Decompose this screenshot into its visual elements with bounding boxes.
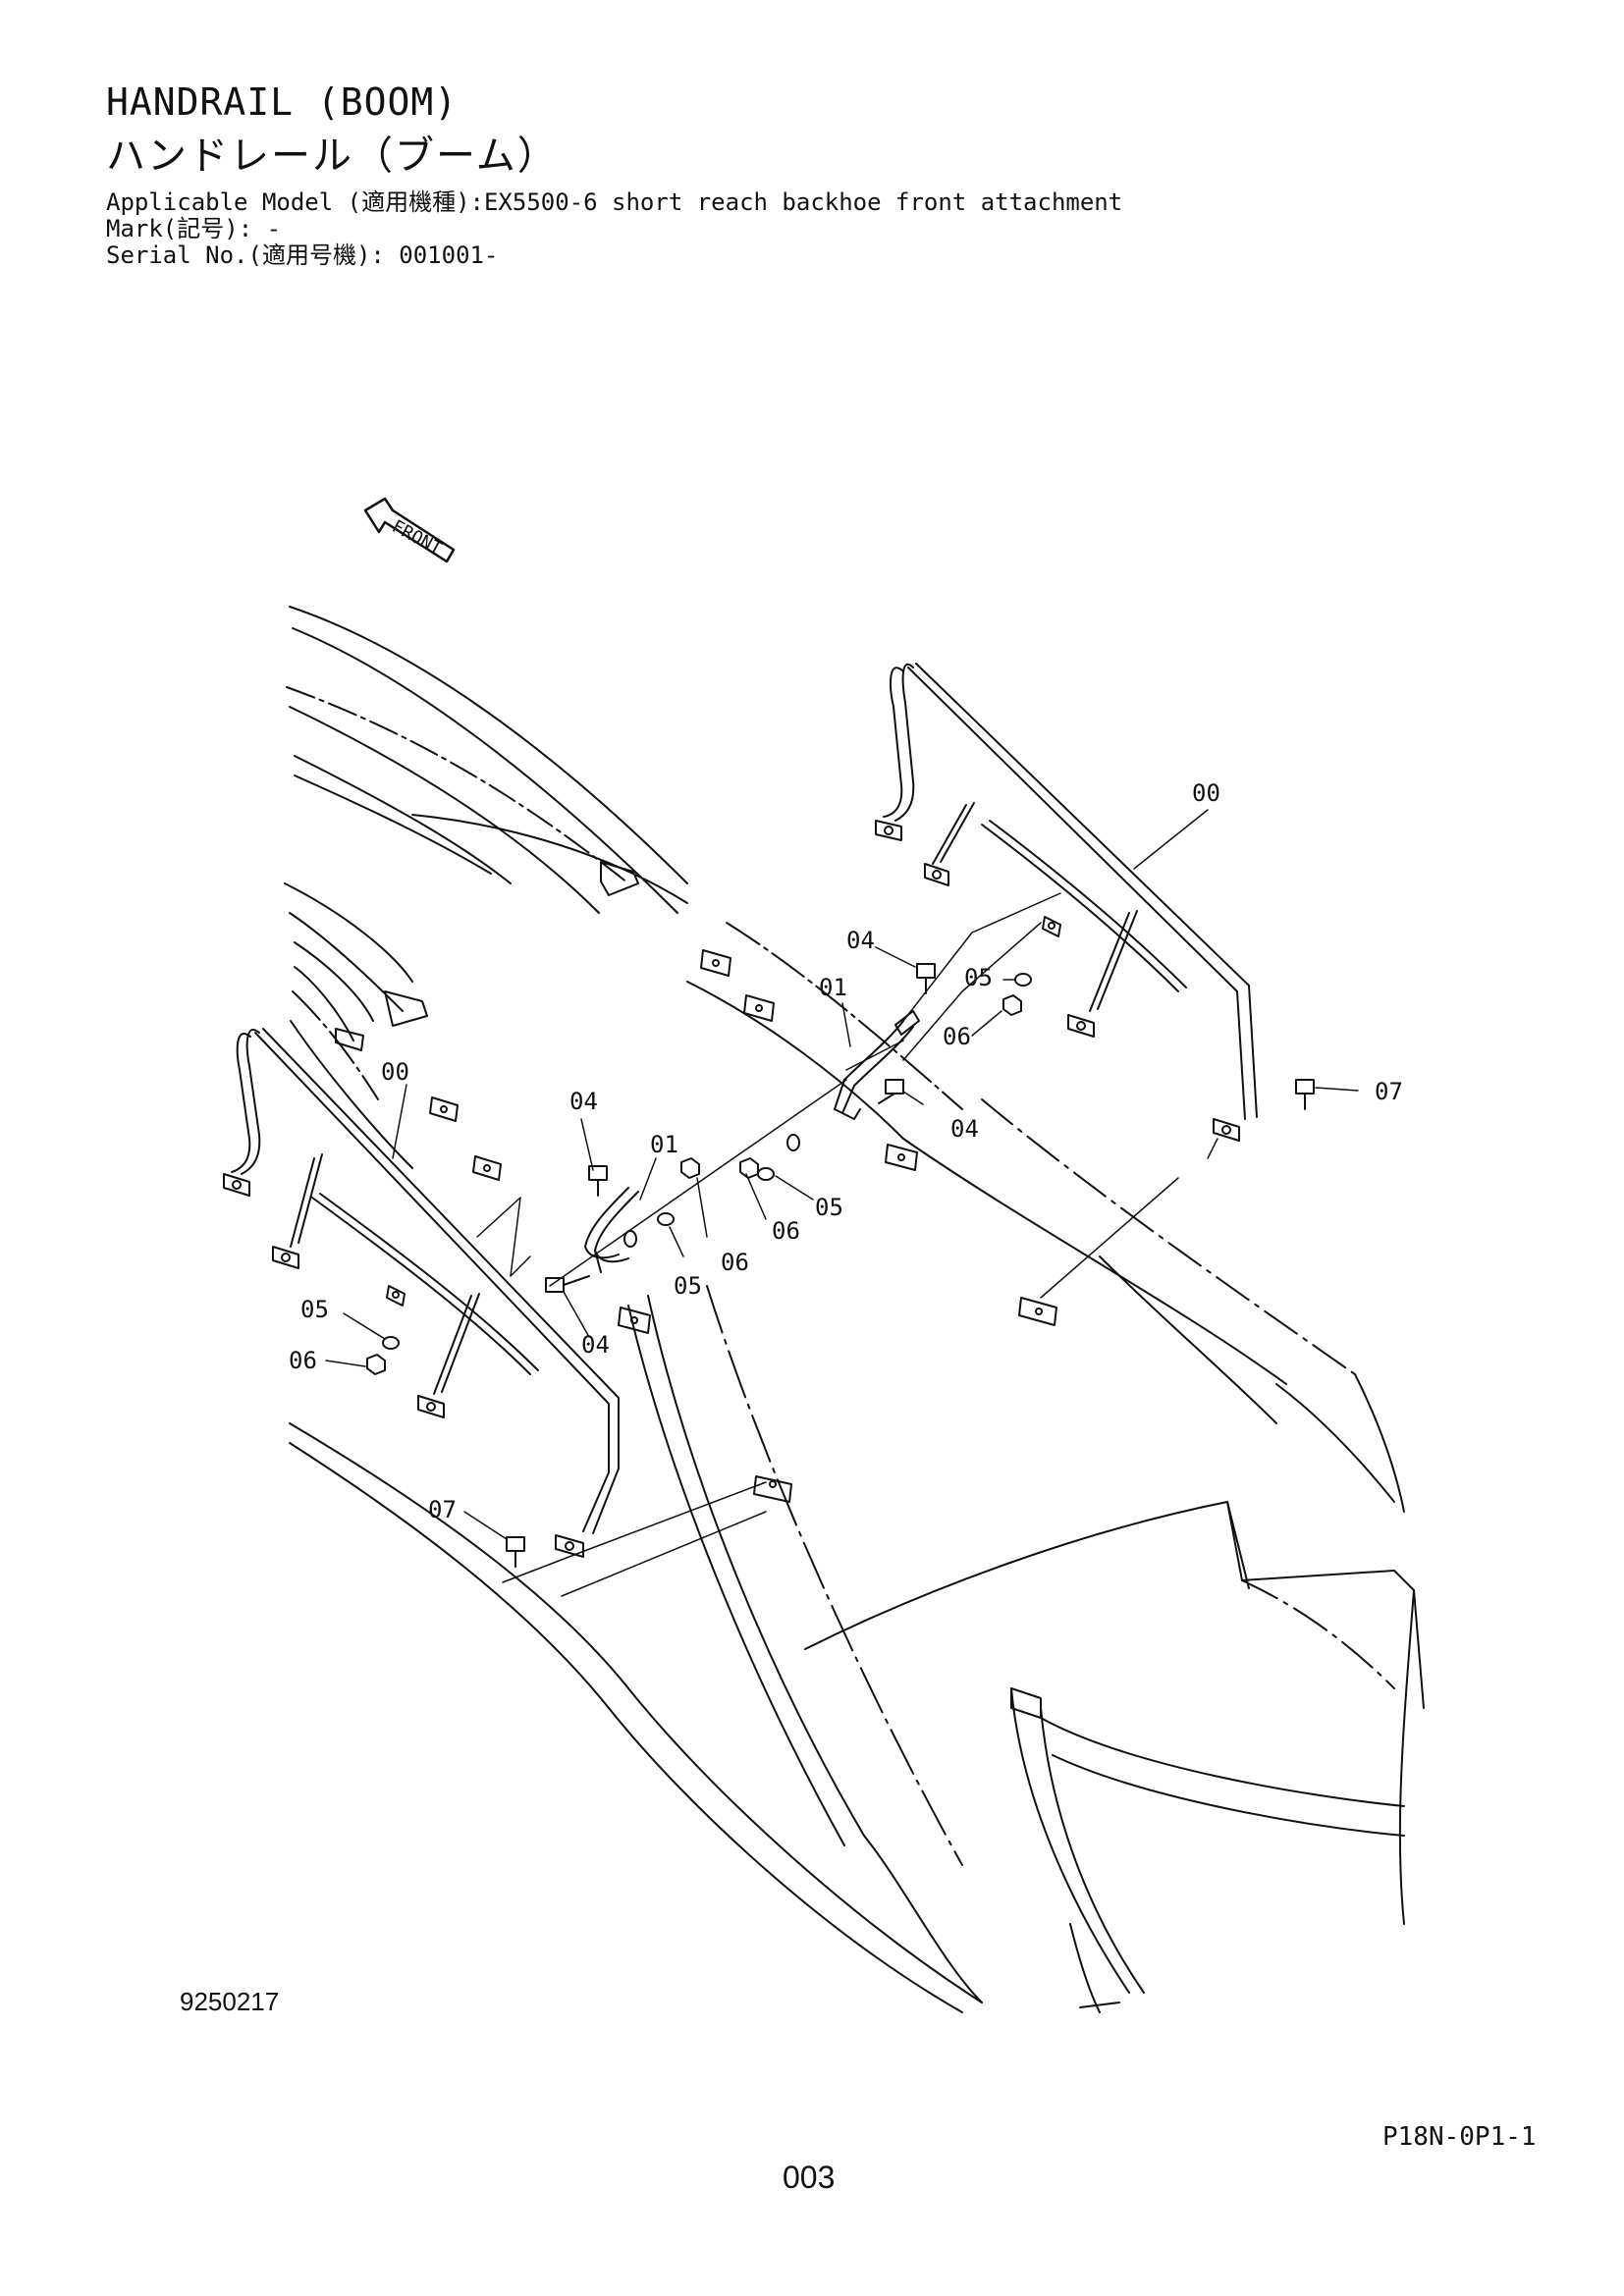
callout-left-nut: 06 xyxy=(289,1347,317,1374)
nut-icon xyxy=(739,1157,759,1179)
boom-outline xyxy=(284,606,1425,2013)
callout-top-bracket: 01 xyxy=(819,974,847,1001)
bolt-icon xyxy=(916,963,936,994)
mark-field: Mark(記号): - xyxy=(106,215,282,242)
nut-icon xyxy=(1002,994,1022,1016)
callout-top-bolt-a: 04 xyxy=(846,927,875,954)
callout-mid-washer-a: 05 xyxy=(815,1194,843,1221)
callout-left-washer: 05 xyxy=(300,1296,329,1323)
washer-icon xyxy=(657,1212,675,1226)
callout-top-washer: 05 xyxy=(964,964,993,991)
washer-icon xyxy=(623,1230,637,1248)
document-code: P18N-0P1-1 xyxy=(1382,2122,1537,2152)
bolt-icon xyxy=(1295,1079,1315,1110)
bolt-icon xyxy=(506,1536,525,1568)
callout-mid-bracket: 01 xyxy=(650,1131,678,1158)
callout-left-bolt: 07 xyxy=(428,1496,457,1523)
callout-top-nut: 06 xyxy=(943,1023,971,1050)
assembly-guide-lines xyxy=(476,892,1218,1597)
bolt-icon xyxy=(545,1275,590,1293)
callout-mid-washer-b: 05 xyxy=(674,1272,702,1300)
callout-mid-nut-b: 06 xyxy=(721,1249,749,1276)
front-arrow-icon: FRONT xyxy=(363,497,456,563)
page-title: HANDRAIL (BOOM) xyxy=(106,80,459,124)
bolt-icon xyxy=(588,1165,608,1197)
fasteners xyxy=(366,963,1315,1568)
washer-icon xyxy=(382,1336,400,1350)
washer-icon xyxy=(1014,973,1032,987)
bolt-icon xyxy=(878,1079,904,1104)
washer-icon xyxy=(757,1167,775,1181)
applicable-model: Applicable Model (適用機種):EX5500-6 short r… xyxy=(106,188,1123,216)
serial-number: Serial No.(適用号機): 001001- xyxy=(106,241,499,269)
callout-top-bolt-b: 04 xyxy=(950,1115,979,1143)
callout-mid-nut-a: 06 xyxy=(772,1217,800,1245)
callout-mid-bolt-b: 04 xyxy=(581,1331,610,1359)
nut-icon xyxy=(680,1157,700,1179)
page-number: 003 xyxy=(783,2160,836,2195)
mounting-pads xyxy=(429,949,1057,1503)
page-title-japanese: ハンドレール（ブーム） xyxy=(106,133,559,179)
handrail-bottom-left xyxy=(223,1028,620,1558)
nut-icon xyxy=(366,1354,386,1375)
washer-icon xyxy=(786,1134,800,1151)
leader-lines xyxy=(325,809,1359,1540)
callout-right-bolt: 07 xyxy=(1375,1078,1403,1105)
callout-labels: 00 00 01 01 04 04 04 04 05 05 05 05 06 0… xyxy=(289,779,1403,1523)
callout-mid-bolt-a: 04 xyxy=(569,1088,598,1115)
callout-bottom-handrail: 00 xyxy=(381,1058,409,1086)
handrail-top-right xyxy=(875,663,1258,1142)
drawing-number: 9250217 xyxy=(180,1987,280,2016)
center-brackets xyxy=(584,1010,920,1273)
front-label: FRONT xyxy=(389,516,446,560)
callout-top-handrail: 00 xyxy=(1192,779,1220,807)
